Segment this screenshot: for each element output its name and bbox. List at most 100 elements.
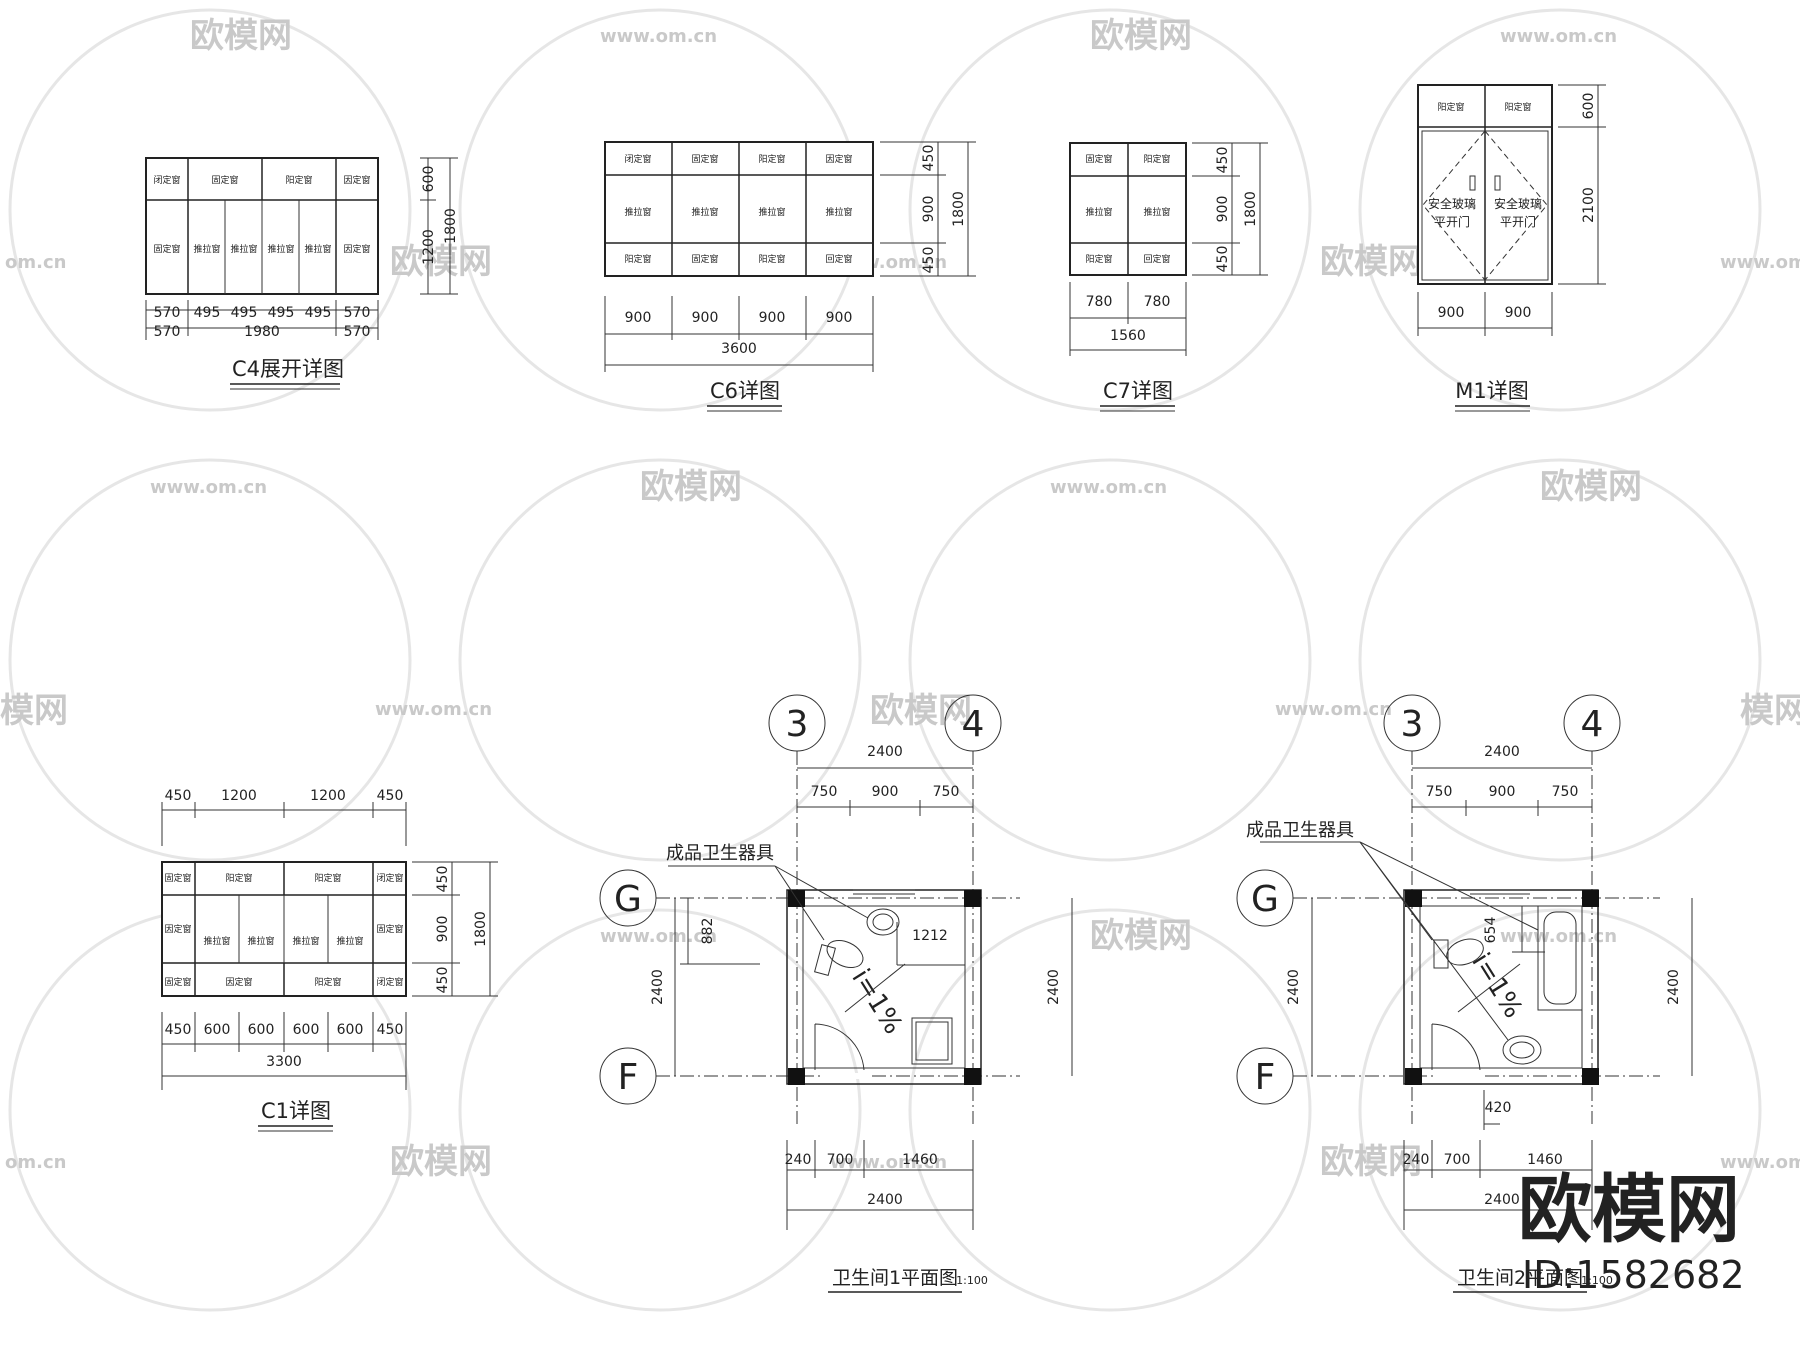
dim-label: 750	[1426, 784, 1453, 800]
pane-label: 回定窗	[825, 253, 852, 265]
dim-label: 450	[1215, 246, 1231, 273]
pane-label: 阳定窗	[314, 872, 341, 884]
pane-label: 回定窗	[1143, 253, 1170, 265]
dim-label: 750	[1552, 784, 1579, 800]
dim-label: 1800	[443, 208, 459, 244]
pane-label: 阳定窗	[1085, 253, 1112, 265]
dim-label: 900	[759, 310, 786, 326]
dim-label: 2400	[867, 744, 903, 760]
watermark-url: www.om.cn	[1720, 252, 1800, 273]
pane-label: 阳定窗	[758, 153, 785, 165]
watermark-url: www.om.cn	[150, 477, 267, 498]
pane-label: 阳定窗	[758, 253, 785, 265]
c6-title: C6详图	[710, 379, 780, 403]
dim-label: 700	[827, 1152, 854, 1168]
pane-label: 推拉窗	[825, 206, 852, 218]
dim-label: 1800	[951, 191, 967, 227]
pane-label: 推拉窗	[247, 935, 274, 947]
watermark-url: www.om.cn	[375, 699, 492, 720]
pane-label: 推拉窗	[203, 935, 230, 947]
dim-label: 900	[1215, 196, 1231, 223]
dim-label: 1980	[244, 324, 280, 340]
dim-label: 3300	[266, 1054, 302, 1070]
dim-label: 1560	[1110, 328, 1146, 344]
axis-label: F	[1255, 1057, 1276, 1098]
fixtures-callout: 成品卫生器具	[1246, 820, 1354, 841]
pane-label: 推拉窗	[267, 243, 294, 255]
bath2-scale: 1:100	[1581, 1274, 1613, 1287]
dim-label: 240	[785, 1152, 812, 1168]
dim-label: 2400	[1046, 969, 1062, 1005]
door-text: 安全玻璃	[1428, 196, 1476, 211]
dim-label: 900	[692, 310, 719, 326]
watermark-url: om.cn	[5, 1152, 66, 1173]
c4-title: C4展开详图	[232, 357, 344, 381]
pane-label: 因定窗	[343, 243, 370, 255]
pane-label: 推拉窗	[1143, 206, 1170, 218]
watermark-id: ID:1582682	[1522, 1253, 1745, 1297]
watermark-brand: 欧模网	[190, 16, 292, 56]
watermark-brand: 欧模网	[1540, 467, 1642, 507]
dim-label: 780	[1086, 294, 1113, 310]
dim-label: 900	[1505, 305, 1532, 321]
pane-label: 固定窗	[211, 174, 238, 186]
dim-label: 2400	[867, 1192, 903, 1208]
pane-label: 推拉窗	[292, 935, 319, 947]
watermark-brand: 模网	[1740, 691, 1800, 731]
pane-label: 固定窗	[164, 872, 191, 884]
dim-label: 240	[1403, 1152, 1430, 1168]
c7-window-detail: 固定窗 阳定窗 推拉窗 推拉窗 阳定窗 回定窗 780 780 1560 450…	[1069, 142, 1268, 412]
dim-label: 750	[933, 784, 960, 800]
dim-label: 495	[194, 305, 221, 321]
c7-title: C7详图	[1103, 379, 1173, 403]
pane-label: 推拉窗	[304, 243, 331, 255]
axis-label: G	[1251, 879, 1279, 920]
watermark-brand: 模网	[0, 691, 68, 731]
dim-label: 750	[811, 784, 838, 800]
dim-label: 1212	[912, 928, 948, 944]
bathroom-1-plan: 3 4 G F 882 1212 i=1%	[599, 694, 1073, 1293]
watermark-brand: 欧模网	[390, 1142, 492, 1182]
pane-label: 闭定窗	[153, 174, 180, 186]
dim-label: 2400	[1666, 969, 1682, 1005]
dim-label: 3600	[721, 341, 757, 357]
watermark-brand: 欧模网	[1320, 1142, 1422, 1182]
pane-label: 推拉窗	[193, 243, 220, 255]
watermark-brand: 欧模网	[1090, 16, 1192, 56]
dim-label: 882	[700, 918, 716, 945]
dim-label: 2400	[1484, 1192, 1520, 1208]
watermark-url: om.cn	[5, 252, 66, 273]
watermark-url: www.om.cn	[1720, 1152, 1800, 1173]
dim-label: 600	[1581, 93, 1597, 120]
pane-label: 推拉窗	[691, 206, 718, 218]
axis-label: 3	[1401, 704, 1424, 745]
pane-label: 固定窗	[1085, 153, 1112, 165]
watermark-big-brand: 欧模网	[1518, 1167, 1740, 1253]
m1-title: M1详图	[1455, 379, 1528, 403]
dim-label: 450	[165, 788, 192, 804]
c6-window-detail: 闭定窗 固定窗 阳定窗 因定窗 推拉窗 推拉窗 推拉窗 推拉窗 阳定窗 固定窗 …	[604, 141, 976, 412]
dim-label: 700	[1444, 1152, 1471, 1168]
pane-label: 因定窗	[164, 923, 191, 935]
bath2-title: 卫生间2平面图	[1457, 1267, 1583, 1289]
door-text: 平开门	[1500, 214, 1536, 229]
dim-label: 450	[435, 967, 451, 994]
pane-label: 推拉窗	[758, 206, 785, 218]
watermark-brand: 欧模网	[1090, 916, 1192, 956]
dim-label: 2400	[1484, 744, 1520, 760]
axis-label: F	[618, 1057, 639, 1098]
pane-label: 推拉窗	[624, 206, 651, 218]
pane-label: 阳定窗	[285, 174, 312, 186]
pane-label: 阳定窗	[1437, 101, 1464, 113]
watermark-arcs	[8, 8, 1762, 1312]
axis-label: G	[614, 879, 642, 920]
dim-label: 1800	[473, 911, 489, 947]
pane-label: 固定窗	[691, 253, 718, 265]
pane-label: 阳定窗	[624, 253, 651, 265]
pane-label: 闭定窗	[624, 153, 651, 165]
dim-label: 1200	[221, 788, 257, 804]
dim-label: 495	[268, 305, 295, 321]
watermark-url: www.om.cn	[600, 26, 717, 47]
dim-label: 1460	[902, 1152, 938, 1168]
